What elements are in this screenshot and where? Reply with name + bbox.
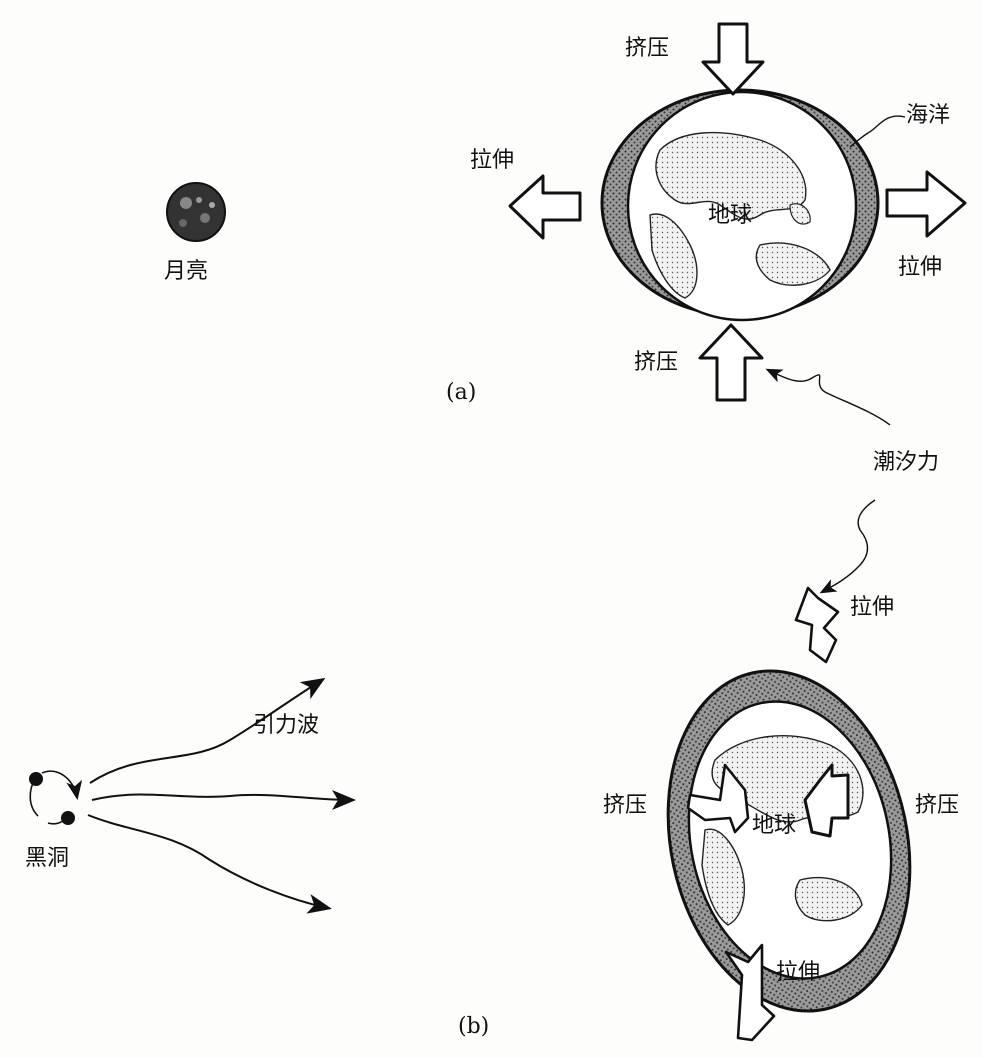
earth-a-globe [600,88,880,322]
caption-b: (b) [458,1014,490,1039]
label-earth-a: 地球 [708,203,753,228]
label-squeeze-top-a: 挤压 [625,36,670,61]
label-squeeze-bottom-a: 挤压 [634,350,679,375]
stretch-arrow-top-b [794,586,840,664]
label-stretch-top-b: 拉伸 [850,595,895,620]
label-stretch-left-a: 拉伸 [470,148,515,173]
label-black-holes: 黑洞 [25,846,70,871]
tidal-leader-a [765,368,891,426]
label-earth-b: 地球 [752,813,797,838]
grav-wave-arrow-middle [91,789,356,810]
grav-wave-arrow-top [89,677,326,784]
black-hole-binary-icon [29,770,83,825]
ocean-leader-line [849,115,906,148]
label-stretch-right-a: 拉伸 [898,255,943,280]
stretch-arrow-right-a [885,170,967,238]
squeeze-arrow-left-b [686,763,750,834]
earth-b-globe [666,669,912,1013]
label-stretch-bottom-b: 拉伸 [776,960,821,985]
label-moon: 月亮 [164,259,209,284]
squeeze-arrow-right-b [803,763,850,838]
tidal-leader-b [819,499,876,594]
grav-wave-arrow-bottom [87,814,332,914]
stretch-arrow-bottom-b [724,943,776,1042]
label-tidal-force: 潮汐力 [873,450,940,475]
moon-icon [166,182,226,242]
label-squeeze-left-b: 挤压 [603,793,648,818]
stretch-arrow-left-a [508,174,582,240]
caption-a: (a) [446,380,477,405]
label-ocean: 海洋 [906,103,951,128]
squeeze-arrow-bottom-a [698,323,764,402]
label-gravitational-waves: 引力波 [253,713,320,738]
label-squeeze-right-b: 挤压 [915,793,960,818]
squeeze-arrow-top-a [701,22,765,96]
